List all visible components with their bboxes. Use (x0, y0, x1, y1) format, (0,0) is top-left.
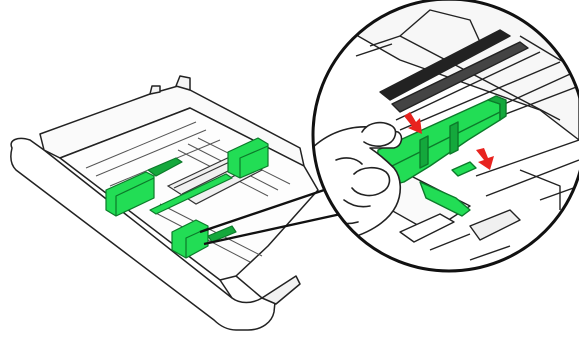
tray-back-post (150, 86, 160, 94)
guide-lever-rib (420, 136, 428, 168)
magnified-callout (310, 0, 579, 271)
guide-lever-rib (450, 122, 458, 154)
tray-right-lip (262, 276, 300, 304)
hand-finger (352, 168, 389, 196)
hand-thumb (362, 123, 395, 147)
